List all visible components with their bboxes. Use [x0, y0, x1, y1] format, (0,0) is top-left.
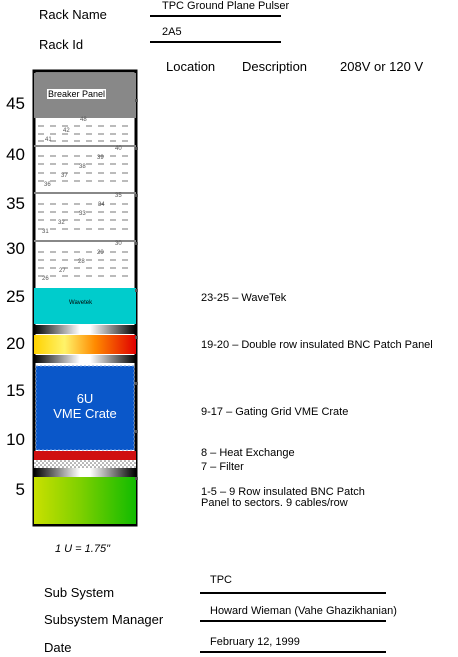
vme-crate-label-line2: VME Crate	[53, 406, 117, 421]
date-underline	[200, 651, 386, 653]
empty-slots	[38, 125, 132, 277]
wavetek-description: 23-25 – WaveTek	[201, 292, 287, 304]
date-value: February 12, 1999	[210, 636, 300, 648]
slot-number: 40	[115, 146, 122, 152]
rack-unit-5: 5	[15, 480, 25, 499]
unit-note: 1 U = 1.75"	[55, 543, 110, 555]
bnc-patch-panel-box	[34, 335, 136, 354]
rack-name-underline	[150, 15, 281, 17]
rack-id-value: 2A5	[162, 26, 182, 38]
subsystem-manager-underline	[200, 620, 386, 622]
filter-box	[34, 460, 136, 468]
bnc-patch-panel-description: 19-20 – Double row insulated BNC Patch P…	[201, 339, 433, 351]
vme-crate-label-line1: 6U	[76, 391, 94, 406]
wavetek-box-label: Wavetek	[69, 300, 93, 306]
location-header: Location	[166, 59, 216, 74]
rack-unit-20: 20	[6, 334, 25, 353]
slot-number: 27	[59, 268, 66, 274]
description-header: Description	[242, 59, 308, 74]
rack-unit-25: 25	[6, 287, 25, 306]
filter-description: 7 – Filter	[201, 461, 244, 473]
row-bnc-description-line1: 1-5 – 9 Row insulated BNC Patch	[201, 486, 365, 498]
rack-id-underline	[150, 41, 281, 43]
subsystem-manager-value: Howard Wieman (Vahe Ghazikhanian)	[210, 605, 397, 617]
slot-number: 34	[98, 202, 105, 208]
spacer-band-3	[34, 468, 136, 477]
spacer-band-2	[34, 355, 136, 363]
slot-number: 33	[79, 211, 86, 217]
rack-unit-15: 15	[6, 381, 25, 400]
empty-slot-dividers	[34, 145, 136, 242]
spacer-band-1	[34, 325, 136, 334]
slot-number: 48	[80, 117, 87, 123]
slot-number: 31	[42, 229, 49, 235]
slot-number: 32	[58, 220, 65, 226]
heat-exchange-description: 8 – Heat Exchange	[201, 447, 295, 459]
rack-unit-35: 35	[6, 194, 25, 213]
date-label: Date	[44, 640, 72, 655]
slot-number: 29	[97, 250, 104, 256]
subsystem-label: Sub System	[44, 585, 115, 600]
subsystem-underline	[200, 592, 386, 594]
subsystem-manager-label: Subsystem Manager	[44, 612, 164, 627]
wavetek-box-fill	[34, 288, 136, 324]
row-bnc-description-line2: Panel to sectors. 9 cables/row	[201, 497, 348, 509]
power-header: 208V or 120 V	[340, 59, 424, 74]
rack-name-value: TPC Ground Plane Pulser	[162, 0, 290, 12]
rack-unit-10: 10	[6, 430, 25, 449]
slot-number: 26	[42, 276, 49, 282]
slot-number: 37	[61, 173, 68, 179]
rack-name-label: Rack Name	[39, 7, 107, 22]
slot-number: 28	[78, 259, 85, 265]
rack-unit-45: 45	[6, 94, 25, 113]
vme-crate-description: 9-17 – Gating Grid VME Crate	[201, 406, 349, 418]
slot-number: 35	[115, 193, 122, 199]
subsystem-value: TPC	[210, 574, 232, 586]
slot-number: 39	[97, 155, 104, 161]
slot-number: 42	[63, 128, 70, 134]
rack-unit-30: 30	[6, 239, 25, 258]
slot-number: 41	[45, 137, 52, 143]
breaker-panel-label: Breaker Panel	[47, 89, 107, 99]
heat-exchange-box	[34, 451, 136, 460]
slot-number: 30	[115, 241, 122, 247]
rack-id-label: Rack Id	[39, 37, 84, 52]
rack-unit-40: 40	[6, 145, 25, 164]
slot-number: 36	[44, 182, 51, 188]
vme-crate-box	[35, 365, 135, 451]
rack-side-ticks	[135, 99, 138, 480]
slot-number: 38	[79, 164, 86, 170]
row-bnc-patch-box	[34, 477, 136, 524]
